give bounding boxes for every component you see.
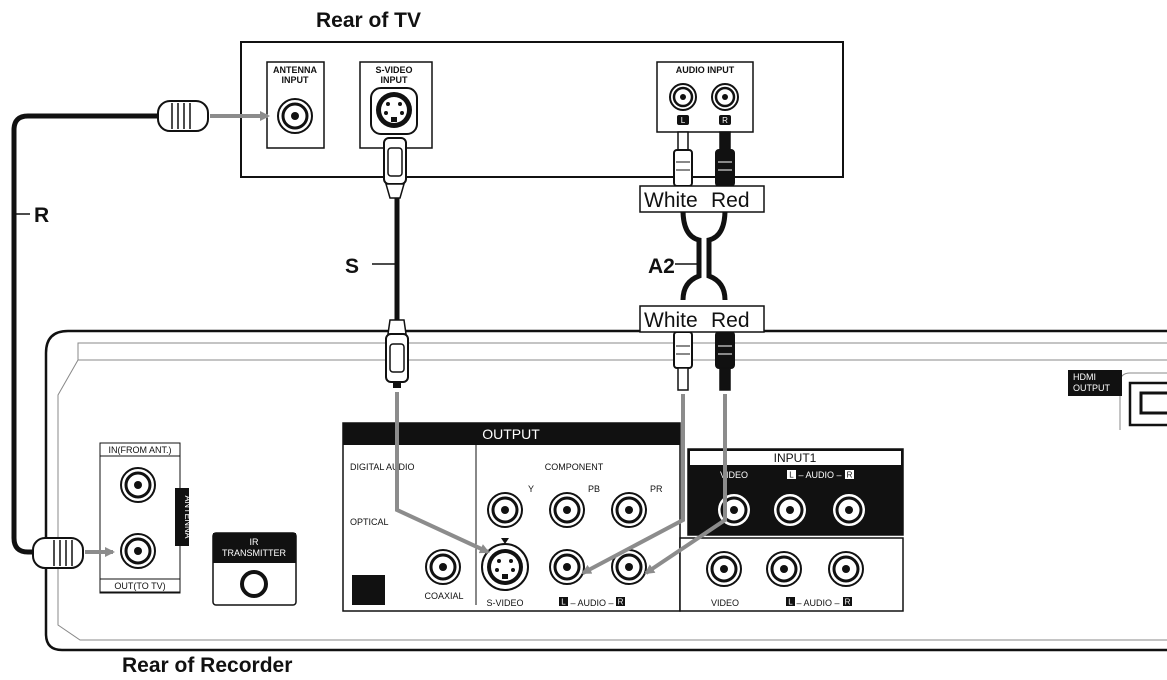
input1-video-label: VIDEO [720, 470, 748, 480]
input2-audio-r-jack-icon[interactable] [827, 550, 865, 588]
tv-audio-l-jack-icon [668, 82, 698, 112]
cable-a2-white-top-plug [673, 131, 693, 187]
hdmi-output[interactable]: HDMI OUTPUT [1068, 370, 1167, 427]
tv-antenna-jack-icon [276, 97, 314, 135]
cable-s-bottom-plug [385, 319, 409, 388]
optical-label: OPTICAL [350, 517, 389, 527]
svideo-output-label: S-VIDEO [486, 598, 523, 608]
tv-rear-title: Rear of TV [316, 9, 421, 32]
input1-audio-r-jack-icon[interactable] [830, 491, 868, 529]
recorder-antenna-block: IN(FROM ANT.) OUT(TO TV) ANTENNA [99, 442, 193, 594]
input2-audio-word: – AUDIO – [796, 598, 839, 608]
cable-a2 [680, 209, 702, 301]
cable-r-top-plug [157, 100, 209, 132]
input2-video-jack-icon[interactable] [705, 550, 743, 588]
component-pb-label: PB [588, 484, 600, 494]
antenna-out-label: OUT(TO TV) [114, 581, 165, 591]
hdmi-label-2: OUTPUT [1073, 383, 1111, 393]
component-y-jack-icon[interactable] [486, 491, 524, 529]
input1-header: INPUT1 [774, 451, 817, 465]
input1-audio-r-label: R [847, 471, 853, 480]
antenna-in-label: IN(FROM ANT.) [109, 445, 172, 455]
cable-s-top-plug [383, 137, 407, 199]
output-audio-l-jack-icon[interactable] [548, 548, 586, 586]
tv-audio-l-label: L [681, 116, 686, 125]
coaxial-jack-icon[interactable] [424, 548, 462, 586]
input1-audio-l-jack-icon[interactable] [771, 491, 809, 529]
output-audio-l-label: L [561, 598, 566, 607]
input2-audio-r-label: R [845, 598, 851, 607]
color-label-white-bottom: White [644, 309, 698, 332]
cable-a2-white-bottom-plug [673, 331, 693, 391]
input2-section: VIDEO L – AUDIO – R [679, 537, 904, 612]
output-audio-word: – AUDIO – [570, 598, 613, 608]
optical-port-icon[interactable] [352, 575, 385, 605]
component-pb-jack-icon[interactable] [548, 491, 586, 529]
cable-r-bottom-plug [32, 537, 84, 569]
output-header: OUTPUT [482, 426, 540, 442]
ir-label-1: IR [250, 537, 260, 547]
color-labels-top-box [639, 185, 765, 213]
antenna-out-jack-icon[interactable] [119, 532, 157, 570]
antenna-vertical-label: ANTENNA [183, 495, 193, 538]
tv-audio-r-jack-icon [710, 82, 740, 112]
antenna-in-jack-icon[interactable] [119, 466, 157, 504]
tv-antenna-input-label-1: ANTENNA [273, 65, 317, 75]
input1-audio-word: – AUDIO – [798, 470, 841, 480]
component-y-label: Y [528, 484, 534, 494]
component-pr-jack-icon[interactable] [610, 491, 648, 529]
input1-audio-l-label: L [789, 471, 794, 480]
tv-antenna-input-label-2: INPUT [282, 75, 310, 85]
output-section: OUTPUT DIGITAL AUDIO OPTICAL COAXIAL COM… [342, 422, 681, 612]
cable-a2-label: A2 [648, 255, 675, 278]
hdmi-label-1: HDMI [1073, 372, 1096, 382]
svideo-output-jack-icon[interactable] [481, 538, 529, 591]
component-label: COMPONENT [545, 462, 604, 472]
cable-a2-red-bottom-plug [715, 331, 735, 391]
component-pr-label: PR [650, 484, 663, 494]
coaxial-label: COAXIAL [424, 591, 463, 601]
output-audio-r-label: R [618, 598, 624, 607]
tv-antenna-input[interactable]: ANTENNA INPUT [266, 61, 325, 149]
ir-transmitter[interactable]: IR TRANSMITTER [212, 532, 297, 606]
cable-r-label: R [34, 204, 49, 227]
color-label-white-top: White [644, 189, 698, 212]
cable-s-label: S [345, 255, 359, 278]
tv-audio-input-label: AUDIO INPUT [676, 65, 735, 75]
cable-a2-red-top-plug [715, 131, 735, 187]
ir-jack-icon [240, 570, 268, 598]
hdmi-port-icon [1139, 391, 1167, 415]
color-label-red-bottom: Red [711, 309, 750, 332]
tv-svideo-input-label-2: INPUT [381, 75, 409, 85]
tv-svideo-input-label-1: S-VIDEO [375, 65, 412, 75]
digital-audio-label: DIGITAL AUDIO [350, 462, 415, 472]
ir-label-2: TRANSMITTER [222, 548, 286, 558]
tv-audio-input[interactable]: AUDIO INPUT L R [656, 61, 754, 133]
input2-audio-l-jack-icon[interactable] [765, 550, 803, 588]
color-label-red-top: Red [711, 189, 750, 212]
tv-audio-r-label: R [722, 116, 728, 125]
tv-svideo-input[interactable]: S-VIDEO INPUT [359, 61, 433, 149]
input2-audio-l-label: L [788, 598, 793, 607]
color-labels-bottom-box [639, 305, 765, 333]
recorder-rear-title: Rear of Recorder [122, 654, 292, 677]
input2-video-label: VIDEO [711, 598, 739, 608]
cable-r [11, 113, 180, 555]
